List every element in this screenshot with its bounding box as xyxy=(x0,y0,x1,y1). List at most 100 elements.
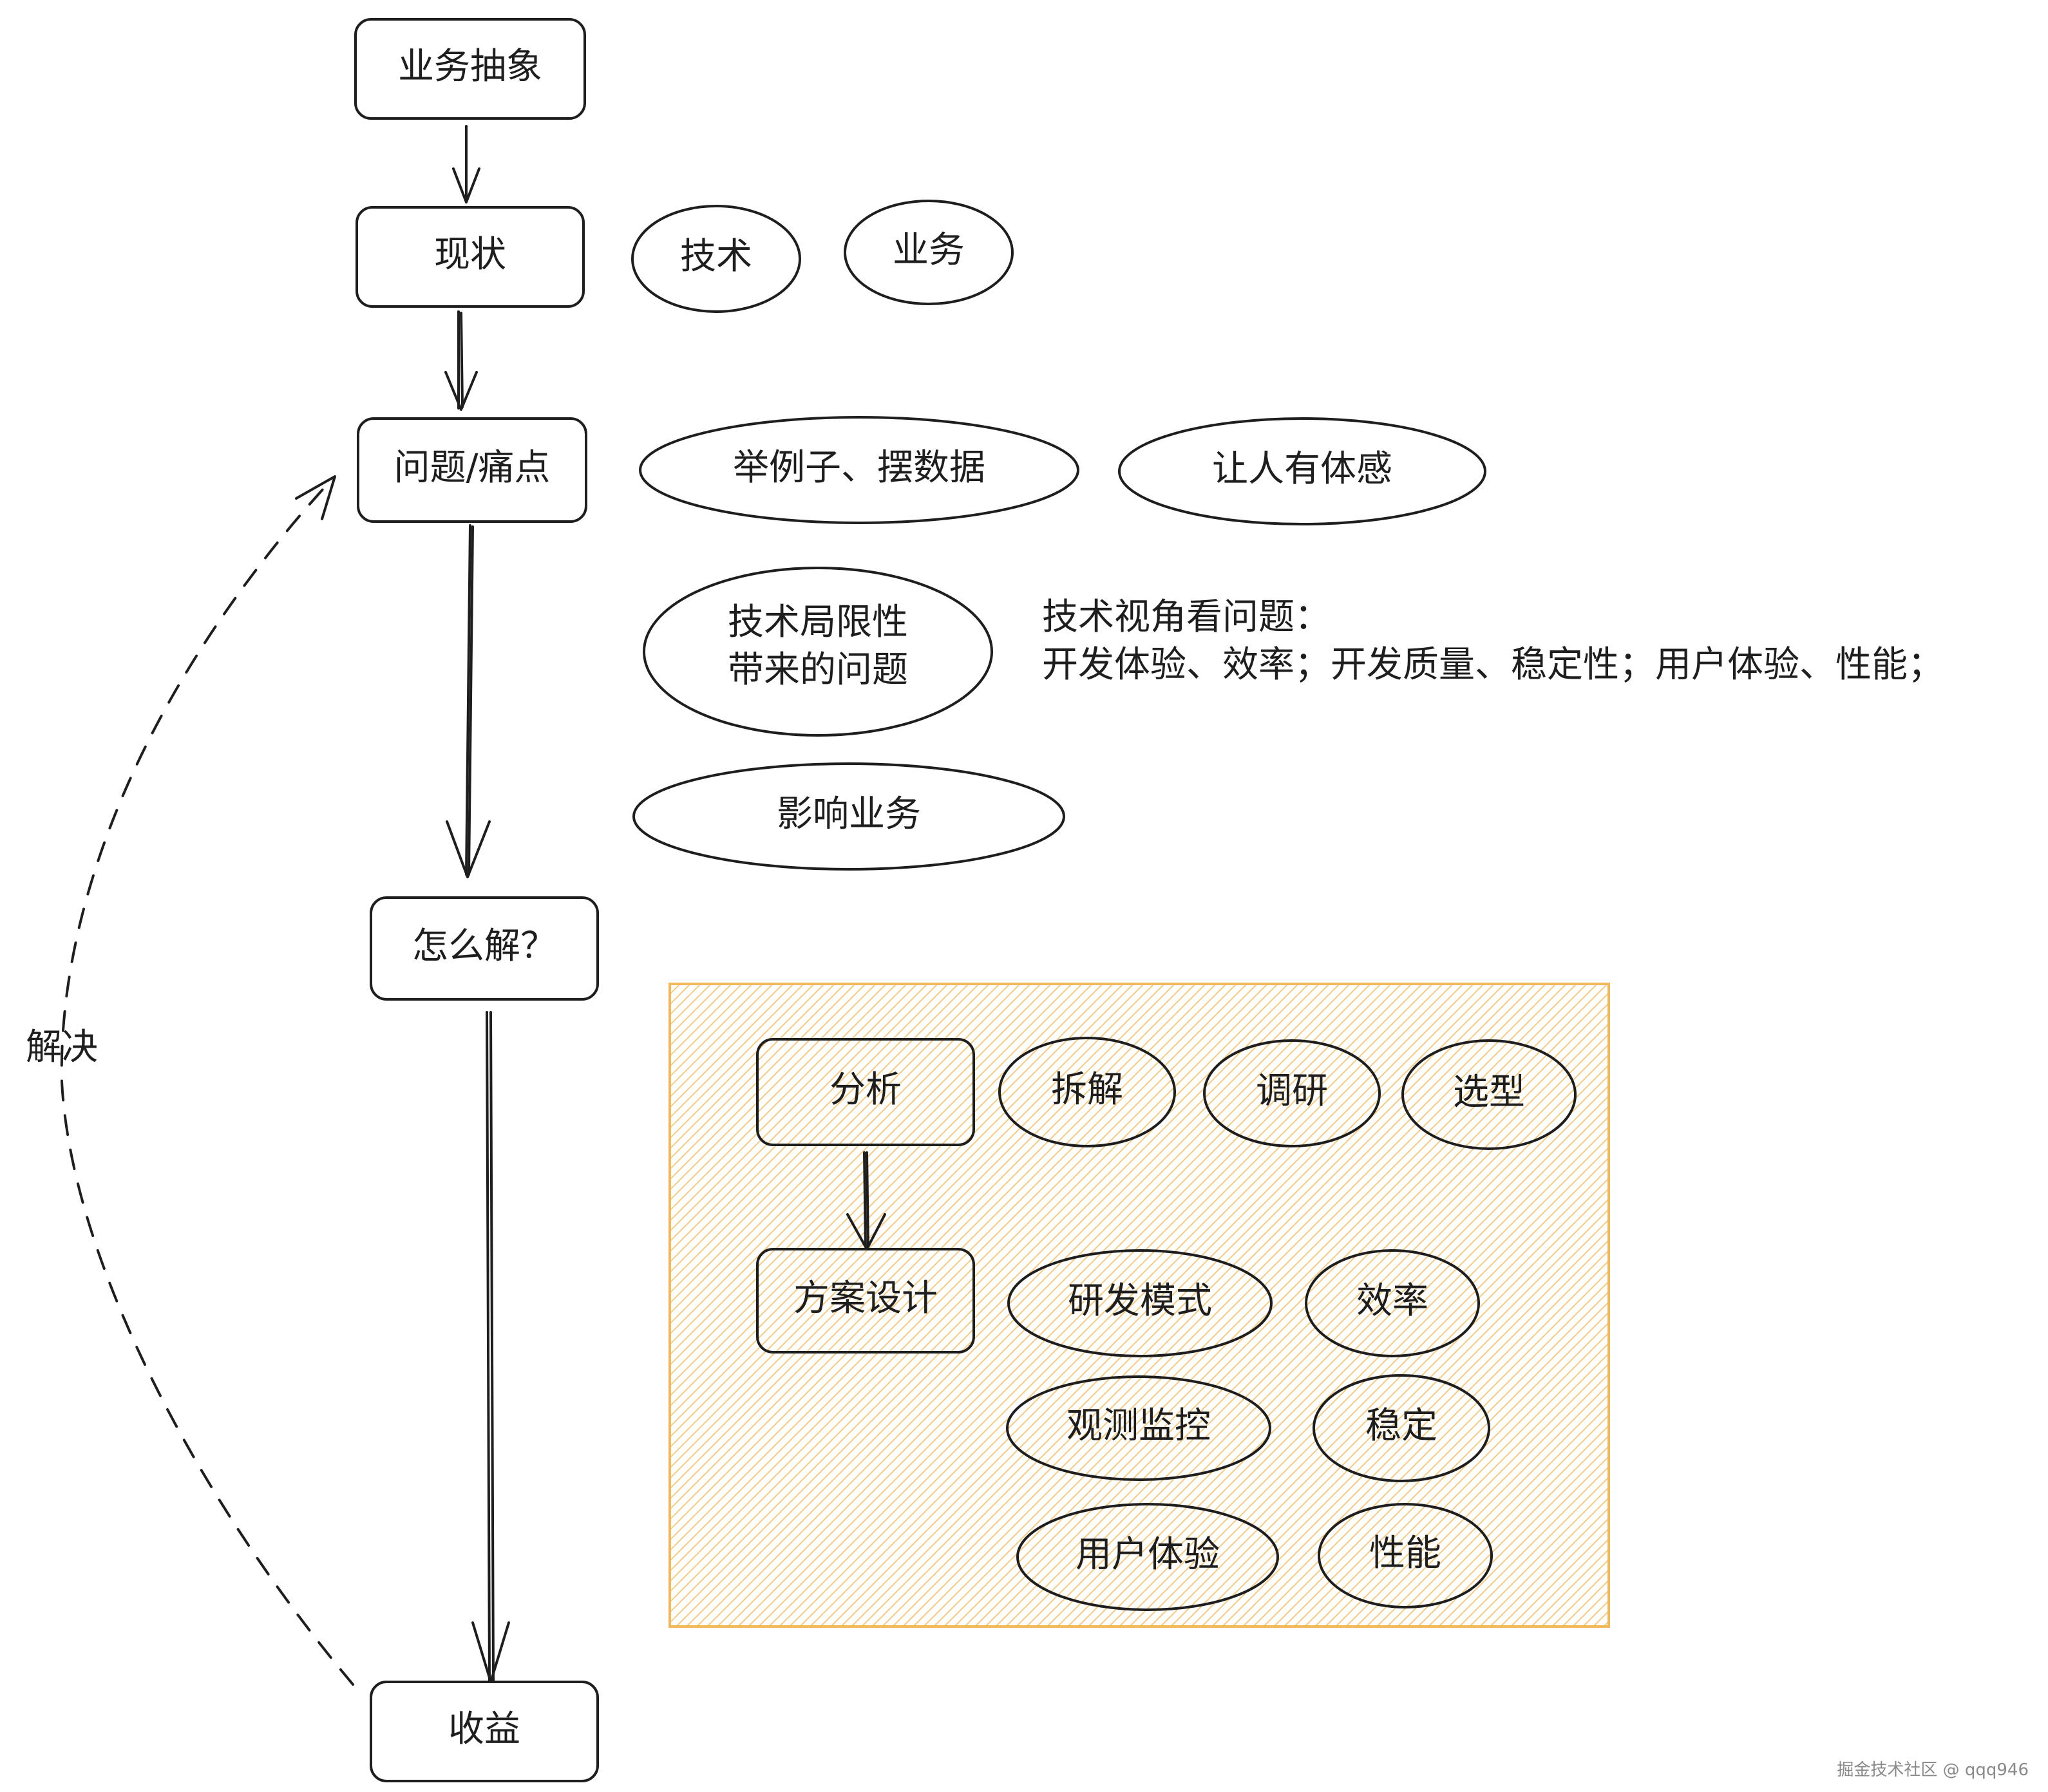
hatch-stroke xyxy=(1603,1620,1609,1627)
hatch-stroke xyxy=(1892,984,2048,1627)
arrow-analysis-to-design xyxy=(846,1151,886,1250)
hatch-stroke xyxy=(1428,1445,1609,1627)
hatch-stroke xyxy=(1645,984,2048,1627)
hatch-stroke xyxy=(1335,1352,1609,1627)
ellipse-affect-business: 影响业务 xyxy=(632,762,1065,871)
svg-text:技术局限性: 技术局限性 xyxy=(728,601,908,643)
hatch-stroke xyxy=(830,984,1474,1627)
hatch-stroke xyxy=(1686,984,2048,1627)
hatch-stroke xyxy=(1263,1280,1609,1627)
hatch-stroke xyxy=(871,984,1515,1627)
hatch-stroke xyxy=(2036,984,2048,1627)
hatch-stroke xyxy=(1490,1507,1609,1627)
hatch-stroke xyxy=(670,984,1289,1603)
hatch-stroke xyxy=(696,984,1340,1627)
hatch-stroke xyxy=(670,984,1247,1562)
hatch-stroke xyxy=(1593,1610,1609,1627)
hatch-stroke xyxy=(670,984,763,1078)
hatch-stroke xyxy=(1624,984,2048,1627)
hatch-stroke xyxy=(2016,984,2048,1627)
hatch-stroke xyxy=(1944,984,2048,1627)
hatch-stroke xyxy=(1119,1136,1609,1627)
hatch-stroke xyxy=(1541,1558,1609,1627)
arrow-problems-to-how xyxy=(446,524,491,878)
hatch-stroke xyxy=(670,984,949,1263)
hatch-stroke xyxy=(1954,984,2048,1627)
hatch-stroke xyxy=(1820,984,2048,1627)
ellipse-examples-data: 举例子、摆数据 xyxy=(639,416,1079,524)
node-analysis: 分析 xyxy=(756,1038,975,1146)
svg-text:举例子、摆数据: 举例子、摆数据 xyxy=(733,447,985,489)
hatch-stroke xyxy=(1707,984,2048,1627)
hatch-stroke xyxy=(1459,1476,1609,1627)
hatch-stroke xyxy=(670,984,969,1284)
hatch-stroke xyxy=(995,1012,1609,1627)
ellipse-research: 调研 xyxy=(1203,1039,1381,1147)
hatch-stroke xyxy=(1417,1435,1609,1627)
watermark: 掘金技术社区 @ qqq946 xyxy=(1837,1760,2029,1780)
node-status-quo: 现状 xyxy=(356,206,585,308)
hatch-stroke xyxy=(670,984,877,1191)
feedback-dashed-arrow xyxy=(60,475,354,1686)
hatch-stroke xyxy=(1882,984,2048,1627)
hatch-stroke xyxy=(1841,984,2048,1627)
hatch-stroke xyxy=(1810,984,2048,1627)
hatch-stroke xyxy=(670,984,1021,1335)
svg-text:业务抽象: 业务抽象 xyxy=(398,46,542,88)
hatch-stroke xyxy=(1655,984,2048,1627)
hatch-stroke xyxy=(1510,1527,1609,1627)
hatch-stroke xyxy=(670,984,712,1026)
hatch-stroke xyxy=(1768,984,2048,1627)
svg-text:拆解: 拆解 xyxy=(1051,1069,1123,1111)
hatch-stroke xyxy=(670,984,1083,1397)
hatch-stroke xyxy=(727,984,1371,1627)
hatch-stroke xyxy=(902,984,1546,1627)
hatch-stroke xyxy=(882,984,1526,1627)
hatch-stroke xyxy=(892,984,1536,1627)
hatch-stroke xyxy=(670,984,794,1109)
ellipse-observability: 观测监控 xyxy=(1006,1375,1271,1481)
hatch-stroke xyxy=(1696,984,2048,1627)
hatch-stroke xyxy=(1397,1414,1609,1627)
hatch-stroke xyxy=(1201,1218,1609,1627)
hatch-stroke xyxy=(1562,1579,1609,1627)
hatch-stroke xyxy=(974,992,1609,1627)
svg-text:选型: 选型 xyxy=(1453,1071,1525,1113)
hatch-stroke xyxy=(1676,984,2048,1627)
hatch-stroke xyxy=(670,984,804,1119)
svg-text:收益: 收益 xyxy=(448,1708,520,1750)
svg-text:稳定: 稳定 xyxy=(1365,1405,1437,1447)
svg-text:技术: 技术 xyxy=(680,236,752,278)
svg-text:用户体验: 用户体验 xyxy=(1076,1534,1220,1576)
hatch-stroke xyxy=(1325,1342,1609,1627)
hatch-stroke xyxy=(1294,1311,1609,1627)
hatch-stroke xyxy=(27,984,670,1627)
hatch-stroke xyxy=(1572,1589,1609,1627)
hatch-stroke xyxy=(1284,1301,1609,1627)
hatch-stroke xyxy=(670,984,866,1181)
hatch-stroke xyxy=(1088,1105,1609,1627)
hatch-stroke xyxy=(2005,984,2048,1627)
hatch-stroke xyxy=(758,984,1402,1627)
hatch-stroke xyxy=(1376,1393,1609,1627)
ellipse-business: 业务 xyxy=(844,200,1014,305)
hatch-stroke xyxy=(1036,1053,1609,1627)
hatch-stroke xyxy=(670,984,681,995)
hatch-stroke xyxy=(1789,984,2048,1627)
hatch-stroke xyxy=(670,984,907,1222)
ellipse-stability: 稳定 xyxy=(1313,1374,1490,1482)
hatch-stroke xyxy=(1923,984,2048,1627)
hatch-stroke xyxy=(1438,1455,1609,1627)
hatch-stroke xyxy=(670,984,918,1232)
hatch-stroke xyxy=(1067,1084,1609,1627)
node-business-abstraction: 业务抽象 xyxy=(354,18,586,120)
hatch-stroke xyxy=(820,984,1464,1627)
hatch-stroke xyxy=(1779,984,2048,1627)
hatch-stroke xyxy=(670,984,722,1037)
hatch-stroke xyxy=(1582,1599,1609,1627)
hatch-stroke xyxy=(1047,1064,1609,1627)
hatch-stroke xyxy=(670,984,1299,1614)
hatch-stroke xyxy=(1748,984,2048,1627)
hatch-stroke xyxy=(676,984,1320,1627)
